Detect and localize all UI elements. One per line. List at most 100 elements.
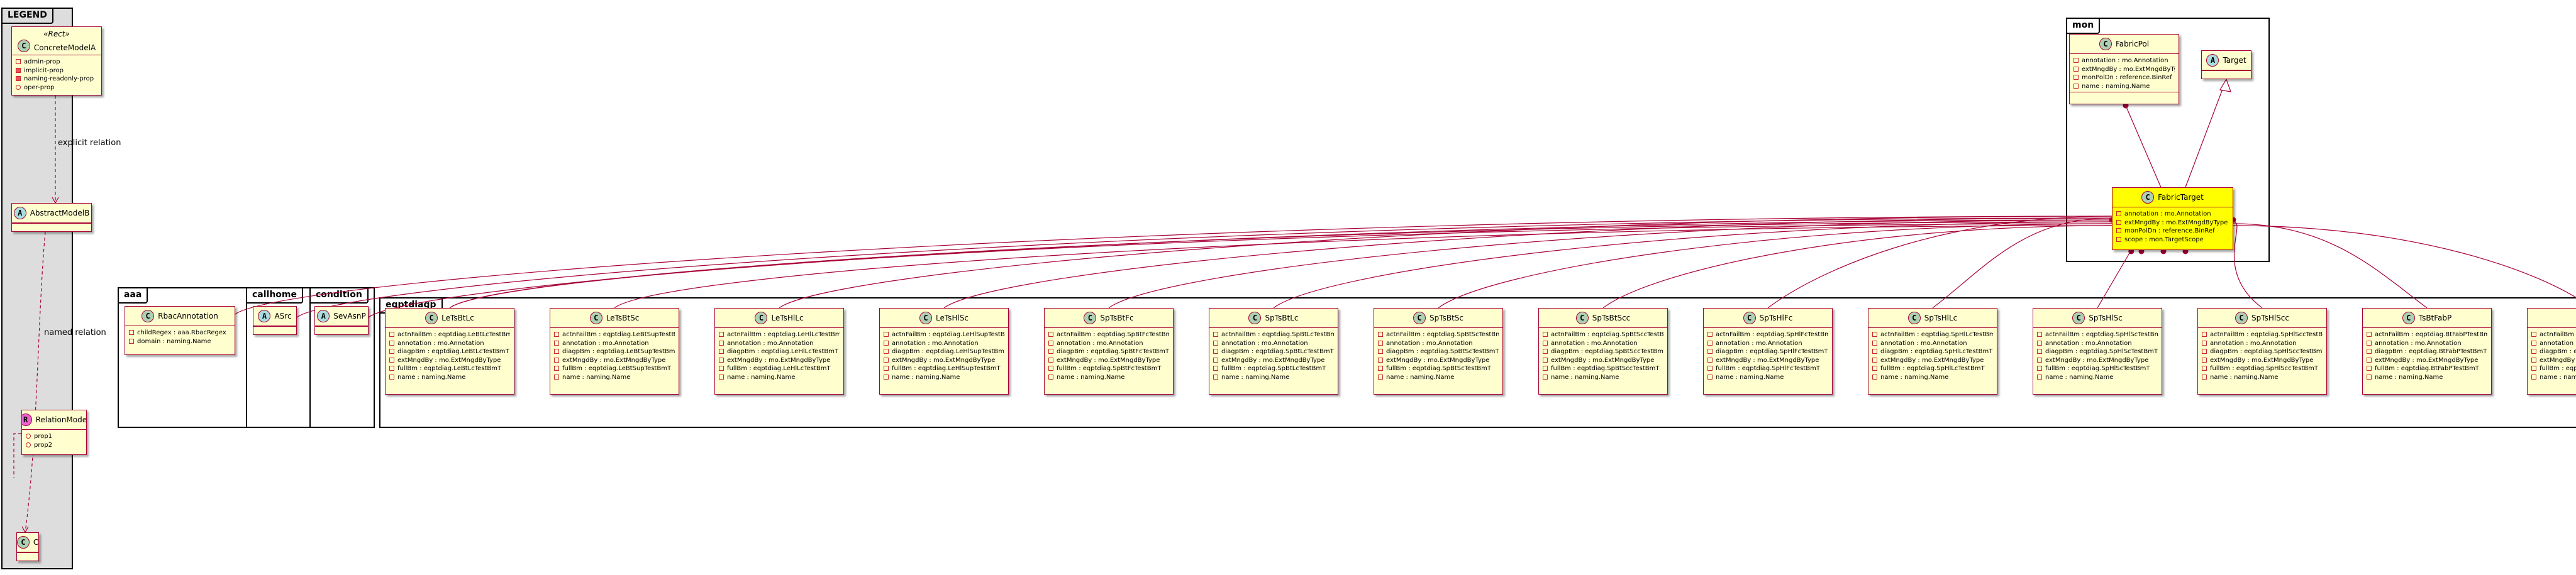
protected-icon xyxy=(1378,340,1383,346)
class-badge-icon: C xyxy=(1575,312,1589,324)
protected-icon xyxy=(2074,75,2079,80)
attribute: extMngdBy : mo.ExtMngdByType xyxy=(884,356,1004,365)
class-fabric-target[interactable]: C FabricTarget annotation : mo.Annotatio… xyxy=(2112,187,2233,250)
attribute: actnFailBm : eqptdiag.SpHlScTestBmT xyxy=(2037,331,2158,339)
protected-icon xyxy=(2037,340,2042,346)
attribute: name : naming.Name xyxy=(2074,82,2175,91)
class-badge-icon: C xyxy=(2235,312,2248,324)
attribute: annotation : mo. xyxy=(2531,339,2576,348)
attribute: extMngdBy : mo.ExtMngdByType xyxy=(2037,356,2158,365)
protected-icon xyxy=(2202,349,2207,354)
protected-icon xyxy=(1872,357,1877,363)
attribute: childRegex : aaa.RbacRegex xyxy=(129,329,231,337)
class-eqpt-sptshlsc[interactable]: C SpTsHlSc actnFailBm : eqptdiag.SpHlScTes… xyxy=(2033,308,2162,395)
class-concrete-model-a[interactable]: «Rect» C ConcreteModelA admin-prop impli… xyxy=(11,26,102,96)
protected-icon xyxy=(1048,349,1053,354)
attribute: actnFailBm : eqptdiag.LeHlLcTestBmT xyxy=(719,331,840,339)
attribute: domain : naming.Name xyxy=(129,337,231,346)
attribute: annotation : mo.Annotation xyxy=(884,339,1004,348)
composition-line xyxy=(779,216,2112,309)
protected-icon xyxy=(1378,374,1383,380)
composition-line xyxy=(614,225,2112,309)
protected-icon xyxy=(884,340,889,346)
protected-icon xyxy=(1378,357,1383,363)
protected-icon xyxy=(884,332,889,337)
explicit-relation-label: explicit relation xyxy=(58,138,121,148)
class-fabric-pol[interactable]: C FabricPol annotation : mo.Annotation e… xyxy=(2069,34,2179,104)
protected-icon xyxy=(2037,349,2042,354)
abstract-badge-icon: A xyxy=(13,207,26,219)
attribute: actnFailBm : eqptdiag. xyxy=(2531,331,2576,339)
class-badge-icon: C xyxy=(2141,191,2155,204)
attribute: name : naming.Name xyxy=(2202,373,2323,382)
class-badge-icon: C xyxy=(589,312,602,324)
stereotype-label: «Rect» xyxy=(43,30,70,38)
attribute: diagpBm : eqptdiag.SpBtSccTestBmT xyxy=(1543,348,1663,356)
protected-icon xyxy=(719,340,724,346)
protected-icon xyxy=(1707,357,1713,363)
relation-badge-icon: R xyxy=(22,413,32,426)
protected-icon xyxy=(2367,374,2372,380)
protected-icon xyxy=(1543,366,1548,371)
attribute: extMngdBy : mo.ExtMngdByType xyxy=(389,356,510,365)
class-abstract-model-b[interactable]: A AbstractModelB xyxy=(11,203,92,232)
class-badge-icon: C xyxy=(2072,312,2085,324)
composition-line xyxy=(1438,223,2112,309)
protected-icon xyxy=(389,357,394,363)
protected-icon xyxy=(1872,366,1877,371)
protected-icon xyxy=(1378,332,1383,337)
mon-package-title: mon xyxy=(2066,18,2101,34)
attribute: annotation : mo.Annotation xyxy=(1872,339,1993,348)
class-target[interactable]: A Target xyxy=(2201,50,2251,79)
attribute: actnFailBm : eqptdiag.SpBtFcTestBmT xyxy=(1048,331,1169,339)
attribute: name : naming.Name xyxy=(1048,373,1169,382)
attribute: actnFailBm : eqptdiag.SpBtScTestBmT xyxy=(1378,331,1499,339)
protected-icon xyxy=(2116,228,2121,233)
class-name: SpTsBtFc xyxy=(1100,314,1134,322)
attribute: diagpBm : eqptdiag.BtFabPTestBmT xyxy=(2367,348,2487,356)
class-rbac-annotation[interactable]: C RbacAnnotation childRegex : aaa.RbacRe… xyxy=(125,306,235,355)
private-icon xyxy=(16,76,21,81)
attribute: fullBm : eqptdiag.LeBtSupTestBmT xyxy=(554,364,675,373)
class-asrc[interactable]: A ASrc xyxy=(253,306,297,335)
condition-package-title: condition xyxy=(309,287,369,304)
protected-icon xyxy=(1213,366,1218,371)
attribute: extMngdBy : mo. xyxy=(2531,356,2576,365)
class-name: SpTsHlSc xyxy=(2089,314,2123,322)
class-relation-model[interactable]: R RelationModel prop1 prop2 xyxy=(21,410,87,455)
protected-icon xyxy=(1872,340,1877,346)
attribute: fullBm : eqptdiag.SpBtFcTestBmT xyxy=(1048,364,1169,373)
class-c[interactable]: C C xyxy=(16,532,39,561)
protected-icon xyxy=(1707,374,1713,380)
protected-icon xyxy=(2202,374,2207,380)
protected-icon xyxy=(2531,349,2536,354)
protected-icon xyxy=(389,366,394,371)
class-name: RelationModel xyxy=(35,415,87,424)
attribute: diagpBm : eqptdiag.SpHlFcTestBmT xyxy=(1707,348,1828,356)
class-sevasnp[interactable]: A SevAsnP xyxy=(314,306,369,335)
attribute: name : naming.Name xyxy=(1543,373,1663,382)
protected-icon xyxy=(1048,332,1053,337)
attribute: diagpBm : eqptdiag.SpHlScTestBmT xyxy=(2037,348,2158,356)
protected-icon xyxy=(1707,366,1713,371)
attribute: annotation : mo.Annotation xyxy=(1543,339,1663,348)
protected-icon xyxy=(1543,332,1548,337)
class-eqpt-partial[interactable]: CactnFailBm : eqptdiag.annotation : mo.d… xyxy=(2527,308,2576,395)
protected-icon xyxy=(129,338,134,344)
protected-icon xyxy=(1872,332,1877,337)
class-badge-icon: C xyxy=(755,312,768,324)
attribute: extMngdBy : mo.ExtMngdByType xyxy=(1872,356,1993,365)
composition-line xyxy=(943,217,2112,309)
